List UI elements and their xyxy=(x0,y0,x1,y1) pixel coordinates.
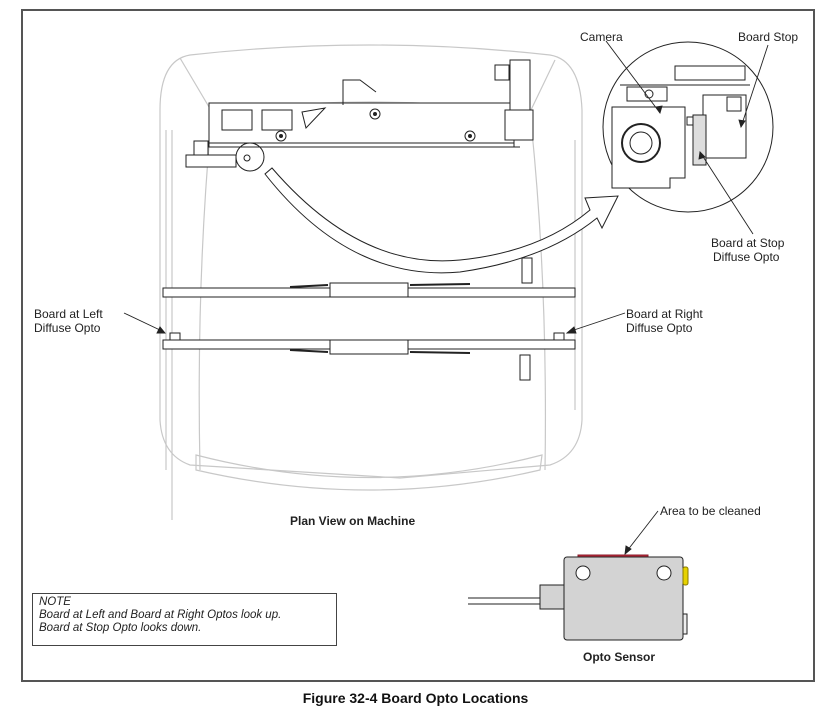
board-left-label-line1: Board at Left xyxy=(34,308,103,321)
opto-sensor-drawing xyxy=(468,555,688,640)
board-at-stop-label-line1: Board at Stop xyxy=(711,237,784,250)
board-right-label-line2: Diffuse Opto xyxy=(626,322,692,335)
plan-view-label: Plan View on Machine xyxy=(290,515,415,528)
note-box: NOTE Board at Left and Board at Right Op… xyxy=(32,593,337,646)
opto-sensor-label: Opto Sensor xyxy=(583,651,655,664)
conveyor-rails xyxy=(163,258,575,380)
top-conveyor-assembly xyxy=(186,60,533,171)
area-clean-label: Area to be cleaned xyxy=(660,505,761,518)
board-left-label-line2: Diffuse Opto xyxy=(34,322,100,335)
note-line-1: Board at Left and Board at Right Optos l… xyxy=(39,609,330,622)
board-at-stop-label-line2: Diffuse Opto xyxy=(713,251,779,264)
note-title: NOTE xyxy=(39,596,330,609)
board-right-label-line1: Board at Right xyxy=(626,308,703,321)
figure-caption: Figure 32-4 Board Opto Locations xyxy=(0,690,831,706)
detail-view xyxy=(603,42,773,212)
note-line-2: Board at Stop Opto looks down. xyxy=(39,622,330,635)
camera-label: Camera xyxy=(580,31,623,44)
board-stop-label: Board Stop xyxy=(738,31,798,44)
magnify-arrow xyxy=(265,168,618,273)
